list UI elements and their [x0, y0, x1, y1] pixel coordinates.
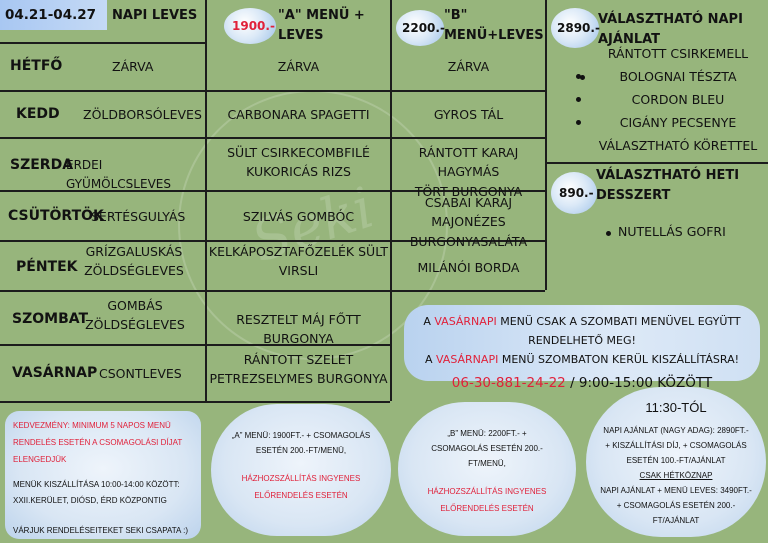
- sunday-notice-banner: A VASÁRNAPI MENÜ CSAK A SZOMBATI MENÜVEL…: [404, 305, 760, 391]
- grid-line: [545, 162, 768, 164]
- list-item: RÁNTOTT CSIRKEMELL: [607, 46, 749, 61]
- daily-choice-price-badge: 2890.-: [551, 8, 600, 48]
- menu-b-info-bubble: „B” MENÜ: 2200FT.- + CSOMAGOLÁS ESETÉN 2…: [398, 402, 576, 536]
- grid-line: [0, 240, 545, 242]
- dessert-price-badge: 890.-: [551, 172, 597, 214]
- day-label: PÉNTEK: [16, 259, 78, 275]
- menu-a-cell: ZÁRVA: [277, 59, 320, 74]
- list-item: CORDON BLEU: [576, 88, 758, 111]
- phone-number[interactable]: 06-30-881-24-22: [451, 375, 566, 391]
- list-item: VÁLASZTHATÓ KÖRETTEL: [598, 138, 758, 153]
- notice-line: A VASÁRNAPI MENÜ CSAK A SZOMBATI MENÜVEL…: [423, 315, 741, 347]
- bullet: [606, 231, 611, 236]
- grid-line: [0, 401, 390, 403]
- grid-line: [390, 0, 392, 401]
- menu-a-title: "A" MENÜ + LEVES: [278, 8, 365, 44]
- grid-line: [0, 137, 545, 139]
- grid-line: [0, 190, 545, 192]
- daily-offer-info-bubble: 11:30-TÓL NAPI AJÁNLAT (NAGY ADAG): 2890…: [586, 387, 766, 537]
- soup-cell: ERDEI GYÜMÖLCSLEVES: [66, 158, 171, 191]
- menu-b-price-badge: 2200.-: [396, 10, 445, 46]
- bullet: [580, 75, 585, 80]
- day-label: KEDD: [16, 106, 60, 122]
- soup-column-title: NAPI LEVES: [112, 8, 198, 23]
- grid-line: [0, 290, 545, 292]
- menu-a-cell: SZILVÁS GOMBÓC: [242, 209, 355, 224]
- menu-b-cell: MILÁNÓI BORDA: [417, 260, 520, 275]
- grid-line: [0, 90, 545, 92]
- soup-cell: ZÖLDBORSÓLEVES: [83, 107, 202, 122]
- daily-choice-title: Választható napi ajánlat: [598, 12, 743, 48]
- day-label: SZERDA: [10, 157, 74, 173]
- day-label: SZOMBAT: [12, 311, 89, 327]
- dessert-item: NUTELLÁS GOFRI: [618, 224, 726, 239]
- soup-cell: SERTÉSGULYÁS: [91, 209, 186, 224]
- menu-a-cell: CARBONARA SPAGETTI: [227, 107, 370, 122]
- grid-line: [0, 42, 205, 44]
- soup-cell: ZÁRVA: [112, 59, 154, 74]
- weekly-dessert-title: Választható heti desszert: [596, 168, 740, 204]
- menu-b-cell: ZÁRVA: [447, 59, 490, 74]
- grid-line: [205, 0, 207, 401]
- menu-a-info-bubble: „A” MENÜ: 1900FT.- + CSOMAGOLÁS ESETÉN 2…: [211, 404, 391, 536]
- day-label: CSÜTÖRTÖK: [8, 208, 104, 224]
- discount-info-box: KEDVEZMÉNY: MINIMUM 5 NAPOS MENÜ RENDELÉ…: [5, 411, 201, 539]
- notice-line: A VASÁRNAPI MENÜ SZOMBATON KERÜL KISZÁLL…: [424, 353, 740, 366]
- list-item: BOLOGNAI TÉSZTA: [576, 65, 758, 88]
- menu-a-price-badge: 1900.-: [224, 8, 276, 44]
- grid-line: [545, 0, 547, 290]
- day-label: HÉTFŐ: [10, 58, 63, 74]
- menu-b-cell: GYROS TÁL: [433, 107, 504, 122]
- soup-cell: CSONTLEVES: [99, 366, 182, 381]
- list-item: CIGÁNY PECSENYE: [576, 111, 758, 134]
- date-range: 04.21-04.27: [0, 0, 107, 30]
- grid-line: [0, 344, 390, 346]
- day-label: VASÁRNAP: [12, 365, 98, 381]
- menu-a-cell: RESZTELT MÁJ FŐTT BURGONYA: [236, 312, 361, 347]
- menu-b-title: "B" MENÜ+LEVES: [444, 8, 544, 44]
- daily-choice-list: RÁNTOTT CSIRKEMELL BOLOGNAI TÉSZTA CORDO…: [576, 42, 758, 157]
